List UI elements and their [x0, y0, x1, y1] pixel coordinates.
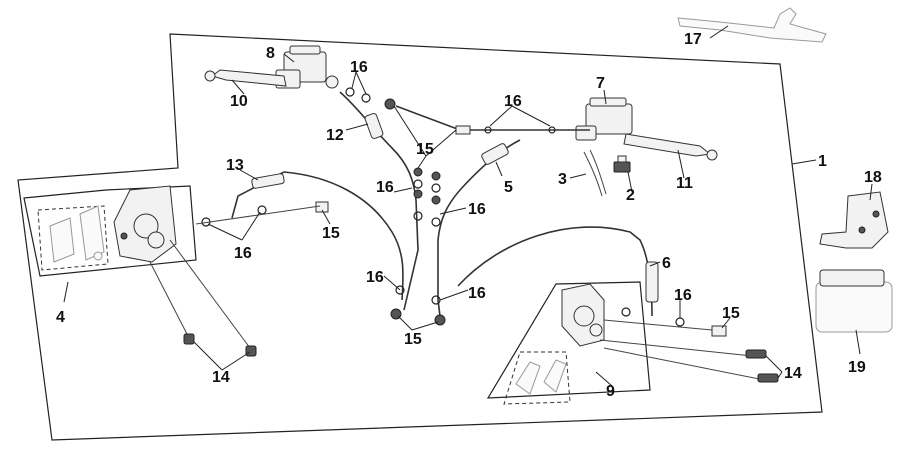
- brake-pipe-17: [677, 7, 827, 43]
- callout-15-left: 15: [322, 225, 340, 242]
- callout-16-left: 16: [234, 245, 252, 262]
- callout-16-lower-left: 16: [366, 269, 384, 286]
- hose-6: [457, 226, 653, 317]
- callout-3: 3: [558, 171, 567, 188]
- callout-15-top: 15: [416, 141, 434, 158]
- right-mount-bolts: [745, 349, 779, 383]
- callout-7: 7: [596, 75, 605, 92]
- callout-6: 6: [662, 255, 671, 272]
- callout-5: 5: [504, 179, 513, 196]
- callout-1: 1: [818, 153, 827, 170]
- assembly-outline: [17, 33, 823, 441]
- bracket-18: [819, 191, 889, 249]
- hose-13: [283, 171, 404, 301]
- pad-kit-box-right: [503, 351, 571, 405]
- callout-4: 4: [56, 309, 65, 326]
- hose-fitting-6: [645, 261, 659, 303]
- callout-13: 13: [226, 157, 244, 174]
- callout-16-center-left: 16: [376, 179, 394, 196]
- brake-light-switch: [613, 155, 631, 173]
- left-caliper-box: [23, 185, 197, 277]
- right-master-cylinder: [575, 97, 633, 141]
- callout-16-right: 16: [674, 287, 692, 304]
- left-brake-lever: [204, 69, 287, 87]
- callout-18: 18: [864, 169, 882, 186]
- callout-15-bottom: 15: [404, 331, 422, 348]
- hose-left-upper: [339, 91, 417, 201]
- callout-12: 12: [326, 127, 344, 144]
- callout-16-center-right: 16: [468, 201, 486, 218]
- right-brake-lever: [623, 133, 718, 161]
- switch-wire: [583, 151, 603, 197]
- right-caliper: [561, 283, 605, 347]
- callout-17: 17: [684, 31, 702, 48]
- callout-15-right: 15: [722, 305, 740, 322]
- banjo-bolts: [315, 98, 727, 337]
- leader-lines: [63, 25, 873, 387]
- left-brake-pads: [49, 205, 105, 263]
- center-hose-right: [437, 240, 441, 317]
- abs-unit-19: [815, 269, 893, 333]
- pad-kit-box-left: [37, 205, 109, 271]
- callout-14-right: 14: [784, 365, 802, 382]
- callout-16-lower-center: 16: [468, 285, 486, 302]
- callout-14-left: 14: [212, 369, 230, 386]
- callout-2: 2: [626, 187, 635, 204]
- callout-11: 11: [676, 175, 693, 192]
- center-hose-left: [403, 199, 419, 311]
- left-caliper: [113, 185, 177, 263]
- callout-16-top-left: 16: [350, 59, 368, 76]
- callout-16-top-right: 16: [504, 93, 522, 110]
- callout-19: 19: [848, 359, 866, 376]
- left-mount-bolts: [183, 333, 257, 357]
- right-brake-pads: [515, 359, 567, 395]
- hose-cross: [395, 105, 590, 131]
- callout-9: 9: [606, 383, 615, 400]
- hose-fitting-12: [364, 113, 384, 139]
- hose-fitting-13: [251, 173, 285, 189]
- callout-10: 10: [230, 93, 248, 110]
- callout-8: 8: [266, 45, 275, 62]
- right-caliper-box: [486, 281, 651, 399]
- hose-fitting-5: [481, 143, 509, 165]
